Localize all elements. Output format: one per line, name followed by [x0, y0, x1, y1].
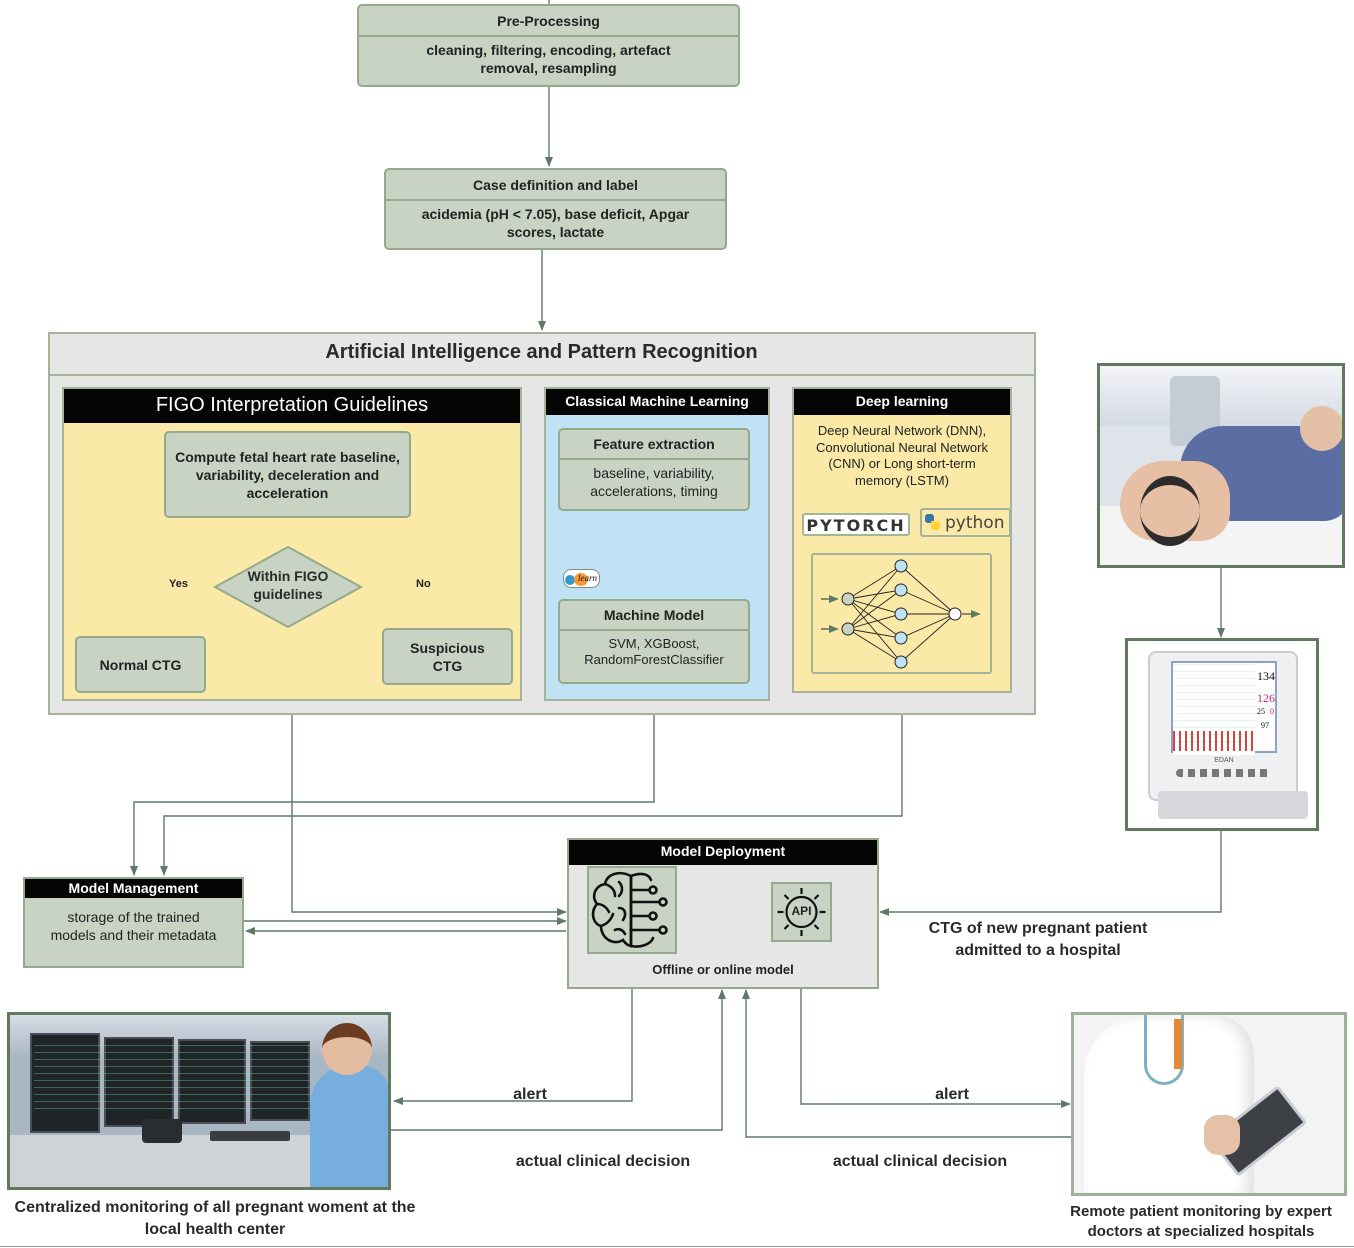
- patient-head-shape: [1300, 406, 1342, 451]
- screen-traces: [34, 1045, 310, 1115]
- api-gear-graphic: [777, 888, 826, 936]
- alert-right-label: alert: [935, 1086, 969, 1103]
- preprocessing-box: Pre-Processing cleaning, filtering, enco…: [357, 4, 740, 87]
- central-monitoring-caption: Centralized monitoring of all pregnant w…: [14, 1199, 416, 1238]
- deep-learning-body: Deep Neural Network (DNN), Convolutional…: [816, 423, 988, 488]
- model-deployment-title: Model Deployment: [569, 840, 877, 865]
- pregnant-patient-photo: [1097, 363, 1345, 568]
- connector-alert-right: [800, 942, 1071, 1108]
- machine-model-title: Machine Model: [560, 601, 748, 631]
- feature-extraction-title: Feature extraction: [560, 430, 748, 460]
- monitor-base-shape: [1158, 791, 1308, 819]
- python-logo: python: [920, 508, 1011, 537]
- preprocessing-body: cleaning, filtering, encoding, artefact …: [426, 42, 671, 76]
- monitor-value-2: 126: [1257, 691, 1275, 705]
- monitor-value-3: 25: [1257, 707, 1265, 716]
- doctor-hand-shape: [1204, 1115, 1240, 1155]
- monitor-value-1: 134: [1257, 669, 1275, 683]
- doctor-coat-shape: [1084, 1015, 1254, 1193]
- suspicious-ctg-text: Suspicious CTG: [410, 639, 485, 674]
- feature-extraction-body: baseline, variability, accelerations, ti…: [590, 465, 718, 499]
- screen-1: [30, 1033, 100, 1133]
- remote-monitoring-caption: Remote patient monitoring by expert doct…: [1070, 1203, 1332, 1240]
- sklearn-circle-icon: [565, 575, 575, 585]
- keyboard-shape: [210, 1131, 290, 1141]
- brain-icon-graphic: [591, 871, 668, 948]
- connector-decision-left: [390, 989, 726, 1131]
- screen-4: [250, 1041, 310, 1121]
- monitor-screen: 134 126 25 0 97: [1171, 661, 1277, 755]
- ai-panel-title: Artificial Intelligence and Pattern Reco…: [50, 334, 1034, 376]
- python-snake-blue-icon: [925, 514, 934, 523]
- figo-title: FIGO Interpretation Guidelines: [64, 389, 520, 423]
- machine-model-box: Machine Model SVM, XGBoost, RandomForest…: [558, 599, 750, 684]
- connector-ml-management: [130, 684, 655, 876]
- ctg-monitor-photo: 134 126 25 0 97 EDAN: [1125, 638, 1319, 831]
- model-management-box: Model Management storage of the trained …: [23, 877, 244, 968]
- screen-3: [178, 1039, 246, 1124]
- monitor-uterine-trace: [1173, 731, 1255, 751]
- photo-background: [1100, 366, 1342, 426]
- feature-extraction-box: Feature extraction baseline, variability…: [558, 428, 750, 511]
- case-definition-body: acidemia (pH < 7.05), base deficit, Apga…: [421, 206, 690, 240]
- screen-2: [104, 1037, 174, 1127]
- machine-model-body: SVM, XGBoost, RandomForestClassifier: [584, 636, 724, 667]
- pytorch-logo: PYTORCH: [802, 513, 910, 536]
- bottom-rule: [0, 1246, 1354, 1247]
- case-definition-box: Case definition and label acidemia (pH <…: [384, 168, 727, 250]
- new-patient-label: CTG of new pregnant patient admitted to …: [928, 920, 1148, 959]
- api-gear-icon: API: [771, 882, 832, 942]
- deployment-caption: Offline or online model: [652, 962, 794, 977]
- brain-ai-icon: [587, 866, 677, 954]
- monitor-value-5: 97: [1261, 721, 1269, 730]
- stethoscope-shape: [1144, 1015, 1184, 1085]
- python-logo-text: python: [945, 513, 1005, 533]
- remote-doctor-photo: [1071, 1012, 1347, 1196]
- connector-alert-left: [393, 955, 633, 1105]
- central-monitoring-photo: [7, 1012, 391, 1190]
- neural-network-diagram: [811, 553, 992, 674]
- sklearn-logo: learn: [563, 569, 600, 588]
- model-management-title: Model Management: [25, 879, 242, 898]
- no-label: No: [414, 578, 433, 590]
- nurse-head-shape: [322, 1023, 372, 1075]
- connector-decision-right: [742, 989, 1072, 1138]
- compute-fhr-box: Compute fetal heart rate baseline, varia…: [164, 431, 411, 518]
- figo-decision-text: Within FIGO guidelines: [247, 568, 329, 602]
- decision-left-label: actual clinical decision: [515, 1153, 691, 1170]
- ctg-belt-shape: [1140, 476, 1200, 546]
- connector-figo-deployment: [291, 700, 567, 916]
- connector-dl-management: [160, 660, 903, 876]
- alert-left-label: alert: [513, 1086, 547, 1103]
- monitor-brand: EDAN: [1214, 757, 1234, 764]
- compute-fhr-text: Compute fetal heart rate baseline, varia…: [175, 448, 400, 501]
- classical-ml-title: Classical Machine Learning: [546, 389, 768, 415]
- monitor-value-4: 0: [1270, 707, 1274, 716]
- case-definition-title: Case definition and label: [386, 170, 725, 201]
- model-management-body: storage of the trained models and their …: [50, 909, 217, 943]
- api-label: API: [791, 904, 812, 918]
- monitor-buttons: [1176, 769, 1272, 777]
- telephone-shape: [142, 1119, 182, 1143]
- nurse-shape: [310, 1065, 388, 1187]
- sklearn-circle-orange-icon: [574, 573, 588, 586]
- connector-monitor-deployment: [879, 830, 1222, 916]
- suspicious-ctg-box: Suspicious CTG: [382, 628, 513, 685]
- preprocessing-title: Pre-Processing: [359, 6, 738, 37]
- decision-right-label: actual clinical decision: [832, 1153, 1008, 1170]
- python-snake-yellow-icon: [931, 521, 940, 530]
- yes-label: Yes: [167, 578, 190, 590]
- sklearn-logo-text: learn: [578, 573, 597, 583]
- deep-learning-title: Deep learning: [794, 389, 1010, 415]
- normal-ctg-box: Normal CTG: [75, 636, 206, 693]
- normal-ctg-text: Normal CTG: [99, 656, 182, 673]
- tie-shape: [1174, 1019, 1182, 1069]
